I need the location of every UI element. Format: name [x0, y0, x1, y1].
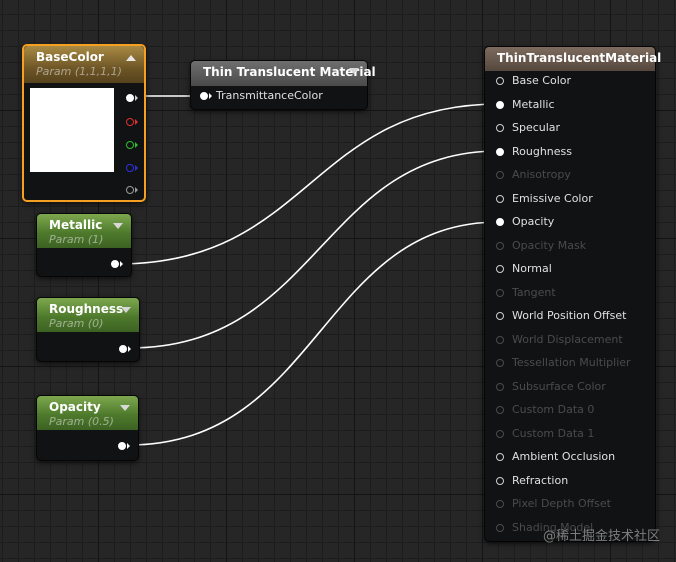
material-pin-label: Specular — [512, 121, 561, 134]
collapse-arrow-icon[interactable] — [113, 223, 123, 229]
node-title: Metallic — [49, 218, 103, 232]
material-input-pin — [496, 523, 504, 532]
output-pin[interactable] — [118, 442, 126, 450]
material-pin-label: Pixel Depth Offset — [512, 497, 611, 510]
pin-arrow-icon — [120, 261, 123, 267]
collapse-arrow-icon[interactable] — [349, 68, 359, 74]
material-pin-label: Emissive Color — [512, 191, 593, 205]
material-input-pin[interactable] — [496, 476, 504, 485]
material-input-pin[interactable] — [496, 147, 504, 156]
material-pin-label: Metallic — [512, 97, 555, 111]
material-node-header: ThinTranslucentMaterial — [485, 47, 662, 71]
material-pin-label: Normal — [512, 262, 552, 275]
pin-arrow-icon — [128, 346, 131, 352]
material-input-pin[interactable] — [496, 124, 504, 132]
collapse-arrow-icon[interactable] — [121, 307, 131, 313]
node-title: Opacity — [49, 400, 101, 414]
material-input-pin[interactable] — [496, 453, 504, 461]
node-title: ThinTranslucentMaterial — [497, 51, 662, 65]
roughness-param-node[interactable]: Roughness Param (0) — [36, 297, 140, 362]
wire-opacity — [127, 221, 500, 446]
wire-roughness — [128, 150, 500, 349]
pin-arrow-icon — [135, 142, 138, 148]
material-input-pin[interactable] — [496, 100, 504, 109]
node-subtitle: Param (0.5) — [49, 415, 114, 428]
watermark-text: @稀土掘金技术社区 — [542, 529, 660, 544]
output-pin-rgb[interactable] — [126, 94, 134, 102]
material-input-pin — [496, 359, 504, 367]
node-subtitle: Param (0) — [49, 317, 104, 330]
material-pin-label: Roughness — [512, 144, 573, 158]
material-input-pin — [496, 406, 504, 414]
node-title: Roughness — [49, 302, 124, 316]
material-pin-label: Tangent — [512, 285, 556, 299]
material-pin-label: Subsurface Color — [512, 379, 606, 393]
material-pin-label: Custom Data 1 — [512, 426, 595, 440]
material-input-pin — [496, 288, 504, 297]
pin-arrow-icon — [127, 443, 130, 449]
pin-arrow-icon — [209, 93, 212, 99]
material-pin-label: World Displacement — [512, 332, 623, 346]
material-pin-label: Ambient Occlusion — [512, 450, 616, 463]
material-pin-label: Shading Model — [512, 520, 594, 534]
collapse-arrow-icon[interactable] — [126, 55, 136, 61]
node-title: Thin Translucent Material — [203, 65, 376, 79]
opacity-param-node[interactable]: Opacity Param (0.5) — [36, 395, 139, 461]
output-pin-g[interactable] — [126, 141, 134, 149]
material-input-pin — [496, 429, 504, 438]
output-pin-a[interactable] — [126, 186, 134, 194]
node-title: BaseColor — [36, 50, 104, 64]
wire-metallic — [117, 103, 500, 265]
node-subtitle: Param (1,1,1,1) — [36, 65, 122, 78]
output-pin[interactable] — [119, 345, 127, 353]
material-input-pin — [496, 382, 504, 391]
transmittance-input-pin[interactable] — [200, 92, 208, 100]
pin-arrow-icon — [135, 165, 138, 171]
material-pin-label: Opacity Mask — [512, 238, 587, 252]
pin-arrow-icon — [135, 119, 138, 125]
transmittance-pin-label: TransmittanceColor — [216, 89, 323, 102]
material-input-pin[interactable] — [496, 312, 504, 320]
material-pin-label: Opacity — [512, 215, 555, 228]
material-pin-label: Tessellation Multiplier — [512, 356, 631, 369]
material-pin-label: Refraction — [512, 473, 569, 487]
material-input-pin[interactable] — [496, 265, 504, 273]
material-pin-label: Custom Data 0 — [512, 403, 595, 416]
output-pin[interactable] — [111, 260, 119, 268]
output-pin-r[interactable] — [126, 118, 134, 126]
basecolor-param-node[interactable]: BaseColor Param (1,1,1,1) — [22, 44, 146, 202]
color-preview-swatch — [30, 88, 114, 172]
pin-arrow-icon — [135, 95, 138, 101]
material-input-pin — [496, 335, 504, 344]
material-input-pin — [496, 241, 504, 250]
thin-translucent-material-node[interactable]: Thin Translucent Material TransmittanceC… — [190, 60, 376, 110]
material-pin-label: World Position Offset — [512, 309, 627, 322]
material-input-pin — [496, 500, 504, 508]
metallic-param-node[interactable]: Metallic Param (1) — [36, 213, 132, 277]
material-input-pin — [496, 171, 504, 179]
output-pin-b[interactable] — [126, 164, 134, 172]
material-pin-label: Base Color — [512, 74, 572, 87]
pin-arrow-icon — [135, 187, 138, 193]
material-input-pin[interactable] — [496, 77, 504, 85]
material-pin-label: Anisotropy — [512, 168, 571, 181]
material-input-pin[interactable] — [496, 194, 504, 203]
material-input-pin[interactable] — [496, 218, 504, 226]
collapse-arrow-icon[interactable] — [120, 405, 130, 411]
node-subtitle: Param (1) — [49, 233, 104, 246]
